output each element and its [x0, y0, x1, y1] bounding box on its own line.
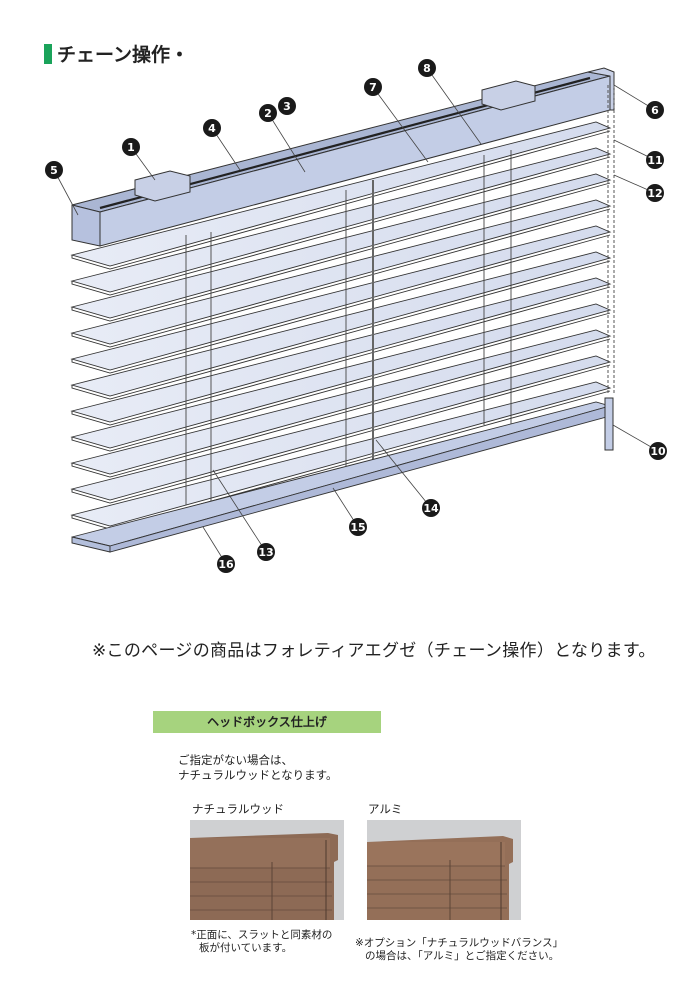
option-aluminum-image: [367, 820, 521, 920]
option-aluminum-note: ※オプション「ナチュラルウッドバランス」 の場合は、「アルミ」とご指定ください。: [355, 937, 563, 963]
callout-16: 16: [217, 555, 235, 573]
natural-wood-note-line-2: 板が付いています。: [199, 942, 293, 954]
svg-text:13: 13: [258, 546, 273, 559]
aluminum-note-line-2: の場合は、「アルミ」とご指定ください。: [365, 950, 560, 962]
ladder-cords: [185, 150, 512, 522]
svg-text:1: 1: [127, 141, 135, 154]
headbox-default-note: ご指定がない場合は、 ナチュラルウッドとなります。: [178, 753, 338, 783]
svg-text:10: 10: [650, 445, 666, 458]
callout-8: 8: [418, 59, 436, 77]
svg-text:5: 5: [50, 164, 58, 177]
callout-14: 14: [422, 499, 440, 517]
title-accent-bar: [44, 43, 52, 64]
svg-text:3: 3: [283, 100, 291, 113]
option-natural-wood-label: ナチュラルウッド: [192, 802, 284, 816]
callout-3: 3: [278, 97, 296, 115]
blind-parts-diagram: 1 2 3 4 5 6 7 8 10 11 12 13 14 15 16: [45, 59, 667, 573]
svg-text:4: 4: [208, 122, 216, 135]
svg-text:16: 16: [218, 558, 234, 571]
svg-text:15: 15: [350, 521, 365, 534]
section-title: チェーン操作・: [44, 40, 189, 67]
callout-12: 12: [646, 184, 664, 202]
svg-text:12: 12: [647, 187, 662, 200]
callout-1: 1: [122, 138, 140, 156]
default-note-line-2: ナチュラルウッドとなります。: [178, 768, 338, 782]
section-title-text: チェーン操作・: [57, 44, 190, 66]
chain: [604, 85, 615, 451]
option-aluminum-label: アルミ: [368, 802, 403, 816]
aluminum-note-line-1: ※オプション「ナチュラルウッドバランス」: [355, 937, 564, 949]
slats: [70, 121, 612, 530]
callout-4: 4: [203, 119, 221, 137]
option-natural-wood-note: *正面に、スラットと同素材の 板が付いています。: [191, 929, 332, 955]
callout-11: 11: [646, 151, 664, 169]
callout-10: 10: [649, 442, 667, 460]
callout-15: 15: [349, 518, 367, 536]
headrail: [71, 67, 615, 247]
callout-6: 6: [646, 101, 664, 119]
svg-text:14: 14: [423, 502, 439, 515]
option-natural-wood-image: [190, 820, 344, 920]
product-note: ※このページの商品はフォレティアエグゼ（チェーン操作）となります。: [92, 641, 656, 661]
default-note-line-1: ご指定がない場合は、: [178, 753, 293, 767]
svg-text:6: 6: [651, 104, 659, 117]
svg-text:2: 2: [264, 107, 272, 120]
svg-text:8: 8: [423, 62, 431, 75]
headbox-finish-header: ヘッドボックス仕上げ: [153, 711, 381, 733]
callout-2: 2: [259, 104, 277, 122]
natural-wood-note-line-1: *正面に、スラットと同素材の: [191, 929, 333, 941]
callout-13: 13: [257, 543, 275, 561]
svg-text:11: 11: [647, 154, 662, 167]
callout-7: 7: [364, 78, 382, 96]
svg-text:7: 7: [369, 81, 377, 94]
callout-5: 5: [45, 161, 63, 179]
